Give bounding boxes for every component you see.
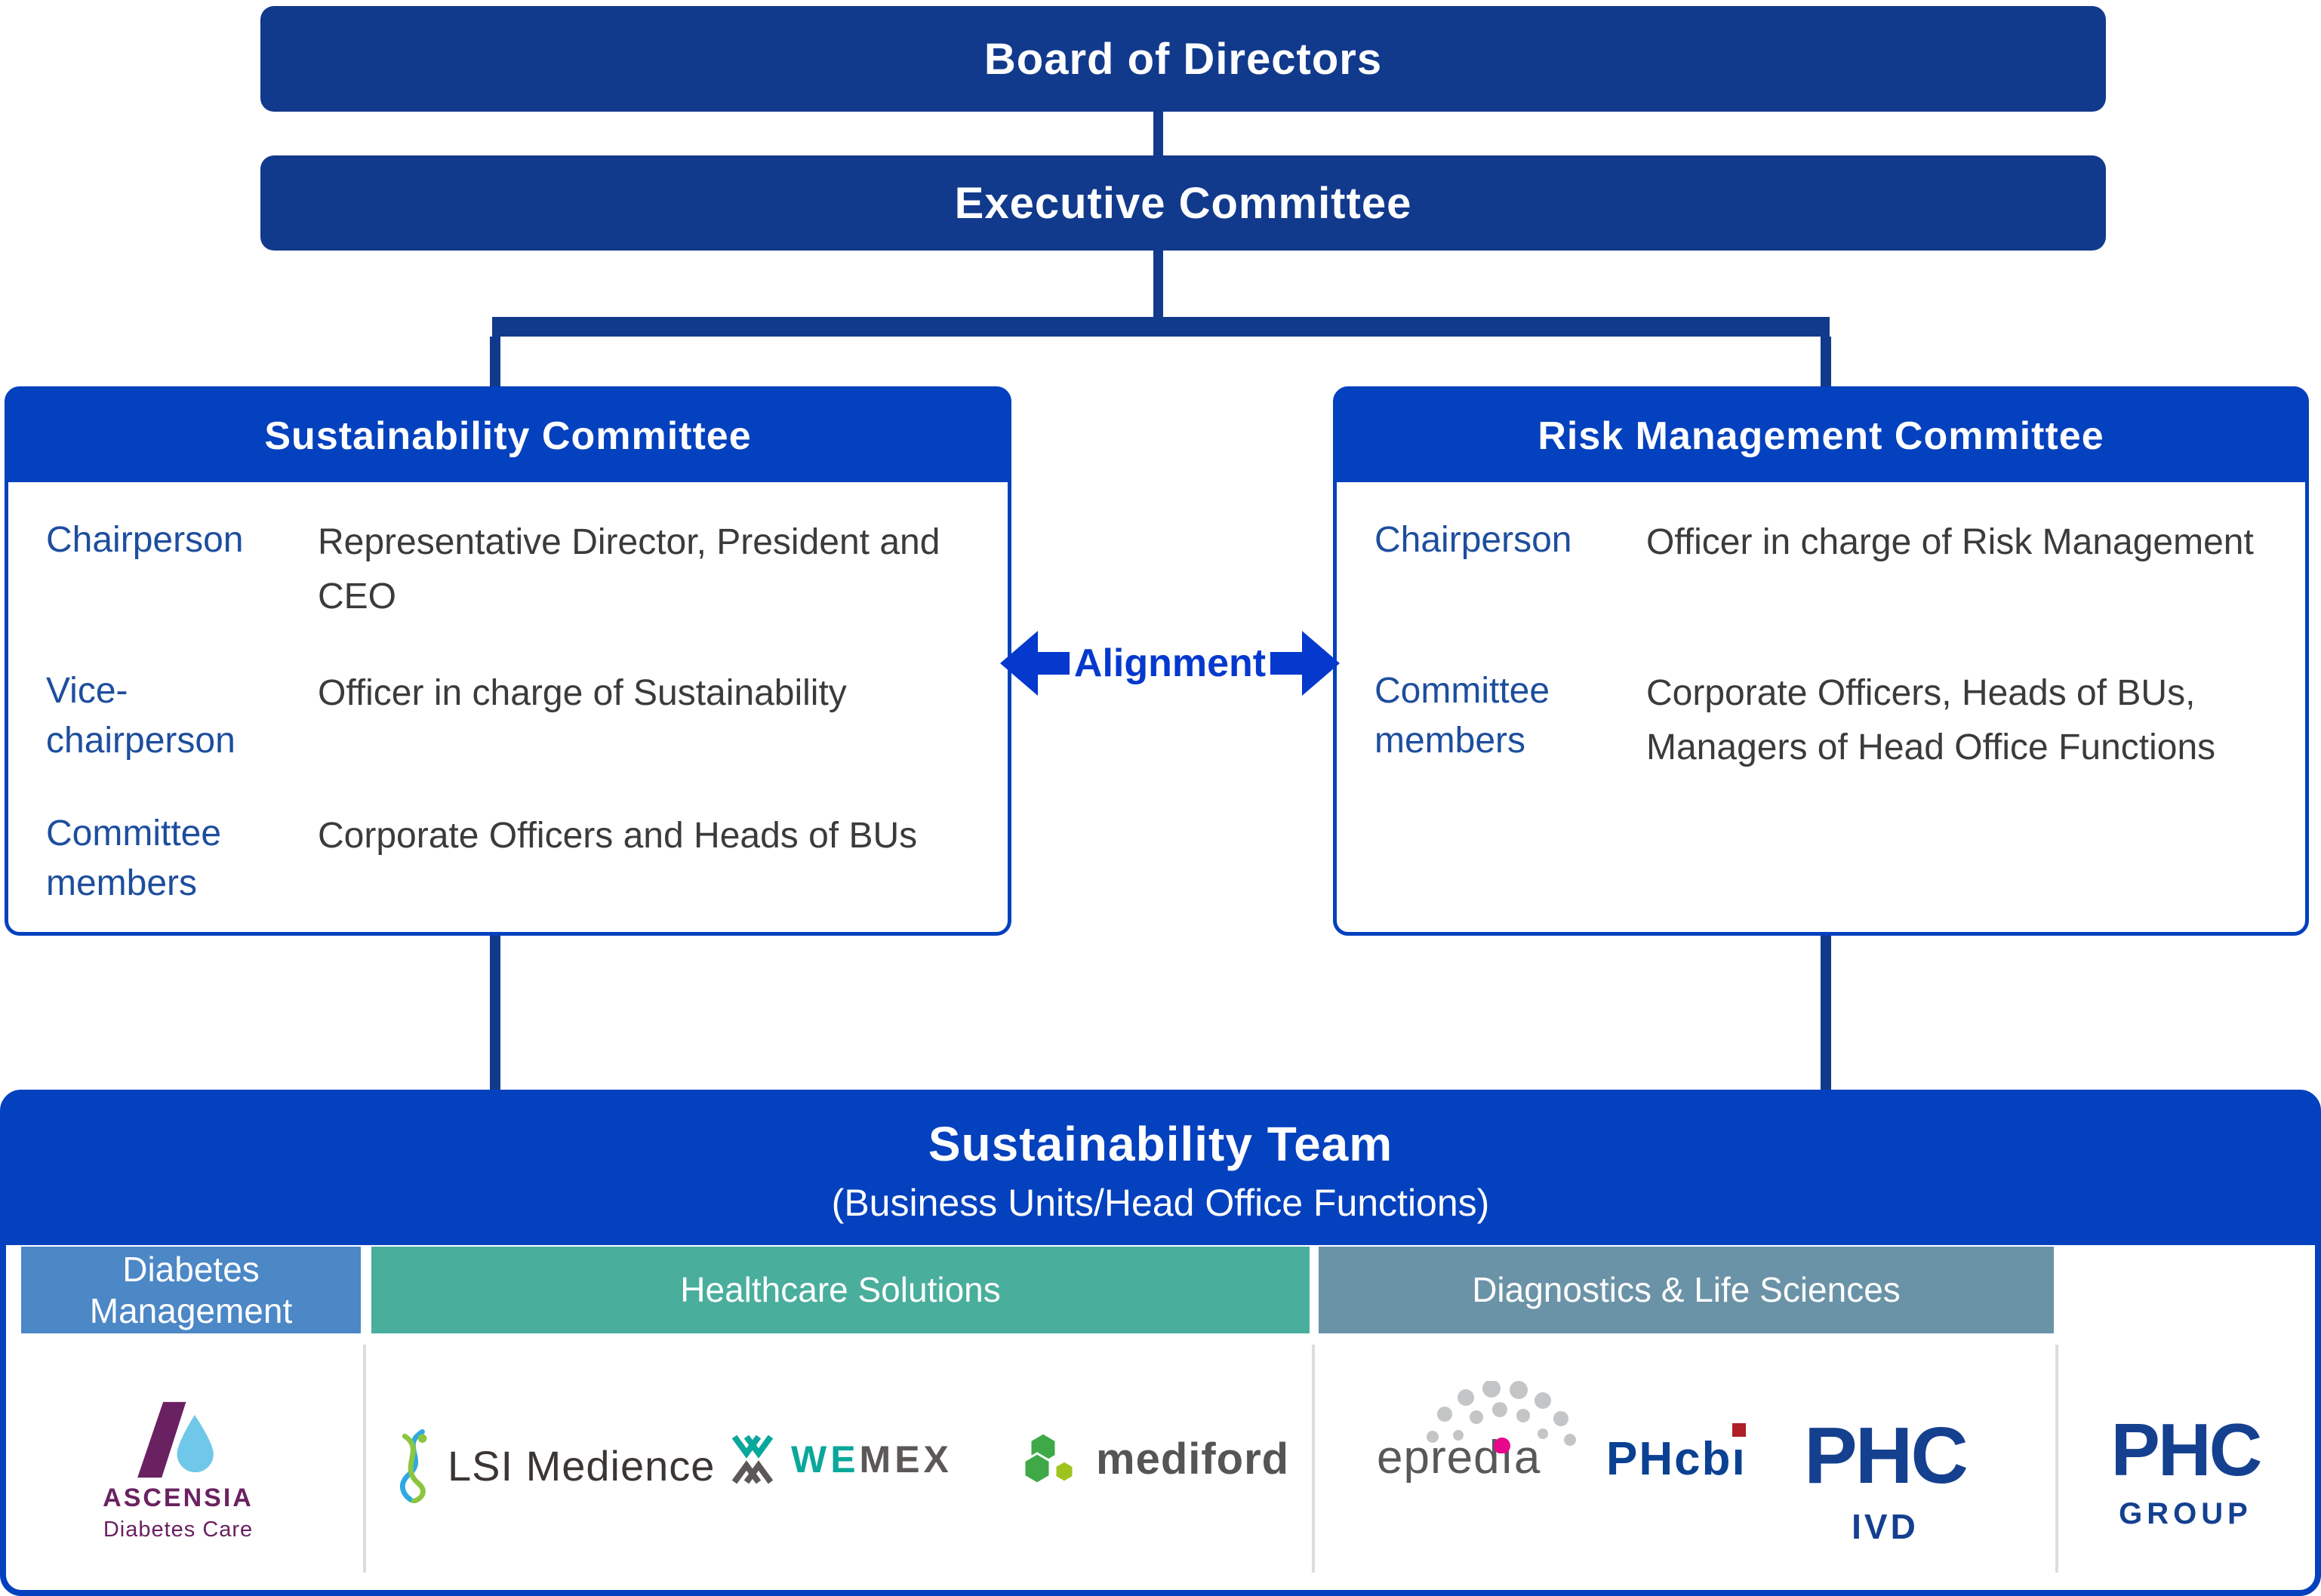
sustainability-committee-body: Chairperson Representative Director, Pre… xyxy=(8,482,1008,909)
ascensia-mark-icon xyxy=(137,1401,219,1478)
column-divider xyxy=(1312,1345,1315,1573)
section-label: Diabetes Management xyxy=(89,1250,293,1330)
alignment-label: Alignment xyxy=(1073,641,1267,685)
connector-board-to-executive xyxy=(1153,112,1163,155)
column-divider xyxy=(2055,1345,2058,1573)
lsi-medience-mark-icon xyxy=(399,1429,427,1503)
phcbi-prefix: PHcb xyxy=(1606,1433,1732,1485)
wemex-name: WEMEX xyxy=(791,1438,953,1481)
committee-row: Chairperson Representative Director, Pre… xyxy=(46,515,977,666)
sustainability-committee-box: Sustainability Committee Chairperson Rep… xyxy=(5,386,1011,936)
board-of-directors-box: Board of Directors xyxy=(260,6,2106,112)
branch-horizontal-bar xyxy=(492,317,1830,337)
sustainability-team-subtitle: (Business Units/Head Office Functions) xyxy=(831,1182,1490,1224)
epredia-suffix: a xyxy=(1513,1431,1541,1484)
section-diabetes-management: Diabetes Management xyxy=(21,1247,361,1333)
row-label: Chairperson xyxy=(1374,520,1572,560)
branch-leg-left-top xyxy=(490,337,500,389)
phc-ivd-logo: PHC IVD xyxy=(1804,1416,1969,1547)
section-label: Diagnostics & Life Sciences xyxy=(1472,1270,1901,1310)
risk-committee-title: Risk Management Committee xyxy=(1538,414,2104,458)
mediford-name: mediford xyxy=(1096,1434,1290,1484)
column-divider xyxy=(363,1345,366,1573)
row-value: Officer in charge of Sustainability xyxy=(318,673,847,713)
arrow-left-icon xyxy=(999,631,1070,696)
mediford-logo: mediford xyxy=(1020,1431,1289,1487)
section-label: Healthcare Solutions xyxy=(680,1270,1001,1310)
risk-committee-header: Risk Management Committee xyxy=(1337,390,2305,482)
wemex-mark-icon xyxy=(731,1435,774,1484)
sustainability-team-header: Sustainability Team (Business Units/Head… xyxy=(6,1096,2315,1245)
ascensia-subtitle: Diabetes Care xyxy=(103,1518,254,1542)
phc-ivd-phc: PHC xyxy=(1804,1411,1969,1500)
section-diagnostics-life-sciences: Diagnostics & Life Sciences xyxy=(1319,1247,2054,1333)
connector-executive-to-branch xyxy=(1153,251,1163,320)
sustainability-team-title: Sustainability Team xyxy=(928,1117,1393,1171)
sustainability-team-box: Sustainability Team (Business Units/Head… xyxy=(0,1090,2321,1596)
lsi-medience-logo: LSI Medience xyxy=(389,1428,715,1503)
committee-row: Committee members Corporate Officers and… xyxy=(46,809,977,909)
mediford-mark-icon xyxy=(1023,1431,1075,1485)
row-label: Committee members xyxy=(1374,671,1550,761)
committee-row: Vice-chairperson Officer in charge of Su… xyxy=(46,666,977,809)
branch-leg-left-bottom xyxy=(490,934,500,1093)
epredia-prefix: epred xyxy=(1377,1431,1501,1484)
wemex-we: WE xyxy=(791,1438,860,1481)
phcbi-dotless-i: ı xyxy=(1732,1423,1747,1486)
board-of-directors-label: Board of Directors xyxy=(984,34,1383,84)
phcbi-red-tittle-icon xyxy=(1732,1423,1747,1437)
epredia-dots-icon xyxy=(1427,1381,1576,1453)
row-value: Corporate Officers and Heads of BUs xyxy=(318,816,918,856)
row-value: Corporate Officers, Heads of BUs, Manage… xyxy=(1646,673,2216,767)
executive-committee-label: Executive Committee xyxy=(954,178,1412,228)
committee-row: Committee members Corporate Officers, He… xyxy=(1374,666,2275,775)
epredia-name: epredıa xyxy=(1377,1431,1541,1484)
phc-group-sub: GROUP xyxy=(2119,1497,2252,1530)
risk-committee-body: Chairperson Officer in charge of Risk Ma… xyxy=(1337,482,2305,775)
phc-group-logo: PHC GROUP xyxy=(2104,1413,2267,1531)
wemex-logo: WEMEX xyxy=(731,1434,953,1485)
phc-ivd-sub: IVD xyxy=(1852,1507,1919,1546)
section-healthcare-solutions: Healthcare Solutions xyxy=(371,1247,1310,1333)
ascensia-logo: ASCENSIA Diabetes Care xyxy=(72,1401,284,1542)
ascensia-name: ASCENSIA xyxy=(103,1484,254,1512)
row-label: Vice-chairperson xyxy=(46,671,235,761)
row-value: Representative Director, President and C… xyxy=(318,522,940,617)
arrow-right-icon xyxy=(1270,631,1341,696)
branch-leg-right-bottom xyxy=(1821,934,1831,1093)
row-label: Committee members xyxy=(46,813,222,904)
row-value: Officer in charge of Risk Management xyxy=(1646,522,2254,562)
phc-group-phc: PHC xyxy=(2110,1408,2263,1491)
branch-leg-right-top xyxy=(1821,337,1831,389)
row-label: Chairperson xyxy=(46,520,244,560)
wemex-mex: MEX xyxy=(859,1438,953,1481)
lsi-medience-name: LSI Medience xyxy=(448,1441,716,1490)
epredia-logo: epredıa xyxy=(1377,1381,1576,1484)
executive-committee-box: Executive Committee xyxy=(260,155,2106,251)
alignment-indicator: Alignment xyxy=(999,631,1341,696)
committee-row: Chairperson Officer in charge of Risk Ma… xyxy=(1374,515,2275,666)
sustainability-committee-title: Sustainability Committee xyxy=(264,414,752,458)
sustainability-committee-header: Sustainability Committee xyxy=(8,390,1008,482)
phcbi-logo: PHcbı xyxy=(1606,1423,1747,1486)
phcbi-name: PHcbı xyxy=(1606,1423,1747,1486)
risk-management-committee-box: Risk Management Committee Chairperson Of… xyxy=(1333,386,2309,936)
phcbi-i-glyph: ı xyxy=(1732,1433,1747,1485)
